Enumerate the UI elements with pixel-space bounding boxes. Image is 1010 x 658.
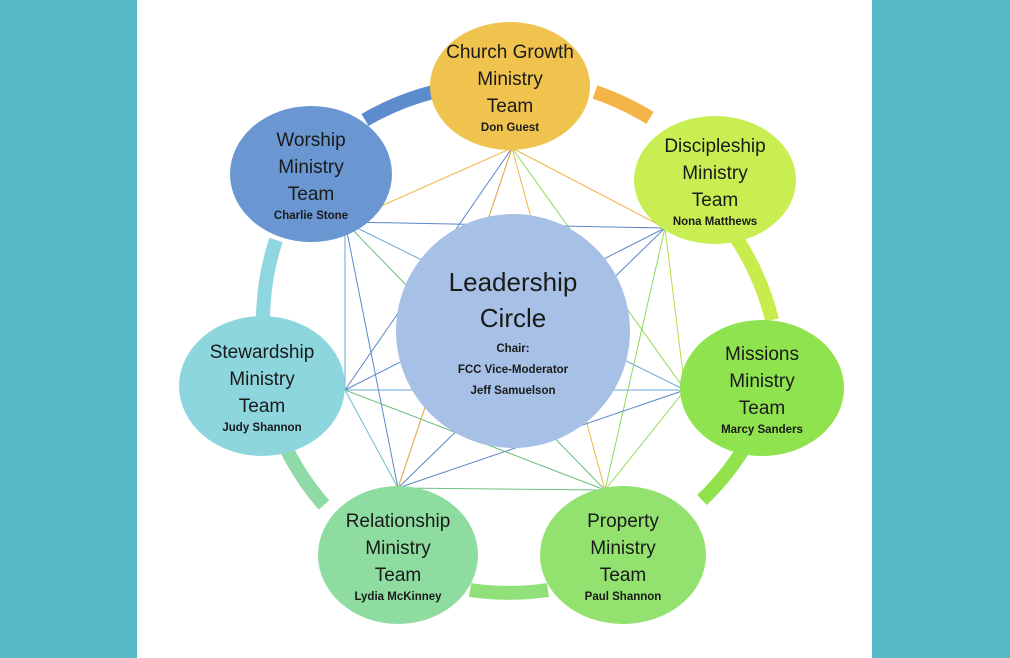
connection-line: [344, 221, 399, 489]
team-title-line: Team: [738, 397, 786, 419]
team-title-line: Team: [374, 564, 422, 586]
team-title-line: Team: [486, 95, 534, 117]
team-title-line: Ministry: [278, 156, 344, 178]
team-leader: Don Guest: [480, 121, 540, 134]
connection-line: [344, 389, 399, 489]
team-title-line: Worship: [276, 129, 346, 151]
team-title-line: Ministry: [682, 162, 748, 184]
ring-segment-relationship-stewardship: [279, 444, 330, 510]
leadership-title-line2: Circle: [479, 302, 547, 333]
missions-team-circle: Missions Ministry Team Marcy Sanders: [680, 320, 844, 456]
leadership-title-line1: Leadership: [448, 266, 578, 297]
team-leader: Nona Matthews: [672, 215, 758, 228]
property-team-circle: Property Ministry Team Paul Shannon: [540, 486, 706, 624]
discipleship-team-circle: Discipleship Ministry Team Nona Matthews: [634, 116, 796, 244]
team-title-line: Church Growth: [446, 41, 574, 63]
chair-label: Chair:: [496, 342, 530, 355]
ring-segment-stewardship-worship: [256, 237, 283, 319]
stewardship-team-circle: Stewardship Ministry Team Judy Shannon: [179, 316, 345, 456]
team-leader: Paul Shannon: [584, 590, 662, 603]
chair-role: FCC Vice-Moderator: [457, 363, 569, 376]
connection-line: [604, 389, 686, 491]
team-title-line: Team: [238, 395, 286, 417]
team-title-line: Team: [599, 564, 647, 586]
team-title-line: Discipleship: [664, 135, 766, 157]
team-leader: Lydia McKinney: [354, 590, 442, 603]
team-title-line: Stewardship: [209, 341, 315, 363]
ring-segment-property-relationship: [468, 583, 550, 600]
team-title-line: Ministry: [590, 537, 656, 559]
connection-line: [511, 147, 666, 229]
team-title-line: Ministry: [729, 370, 795, 392]
ring-segment-church-discipleship: [592, 85, 654, 124]
team-title-line: Ministry: [229, 368, 295, 390]
ring-segment-discipleship-missions: [729, 232, 779, 322]
connection-line: [397, 487, 606, 491]
team-leader: Charlie Stone: [273, 209, 349, 222]
team-title-line: Team: [287, 183, 335, 205]
connection-line: [604, 227, 666, 491]
team-title-line: Ministry: [365, 537, 431, 559]
chair-name: Jeff Samuelson: [470, 384, 556, 397]
leadership-circle: Leadership Circle Chair: FCC Vice-Modera…: [396, 214, 630, 448]
team-leader: Marcy Sanders: [721, 423, 803, 436]
connection-line: [664, 227, 686, 391]
worship-team-circle: Worship Ministry Team Charlie Stone: [230, 106, 392, 242]
relationship-team-circle: Relationship Ministry Team Lydia McKinne…: [318, 486, 478, 624]
team-title-line: Ministry: [477, 68, 543, 90]
team-title-line: Team: [691, 189, 739, 211]
team-leader: Judy Shannon: [222, 421, 302, 434]
team-title-line: Relationship: [345, 510, 451, 532]
church-growth-team-circle: Church Growth Ministry Team Don Guest: [430, 22, 590, 150]
team-title-line: Property: [587, 510, 659, 532]
team-title-line: Missions: [725, 343, 799, 365]
ring-segment-worship-church: [361, 85, 435, 127]
